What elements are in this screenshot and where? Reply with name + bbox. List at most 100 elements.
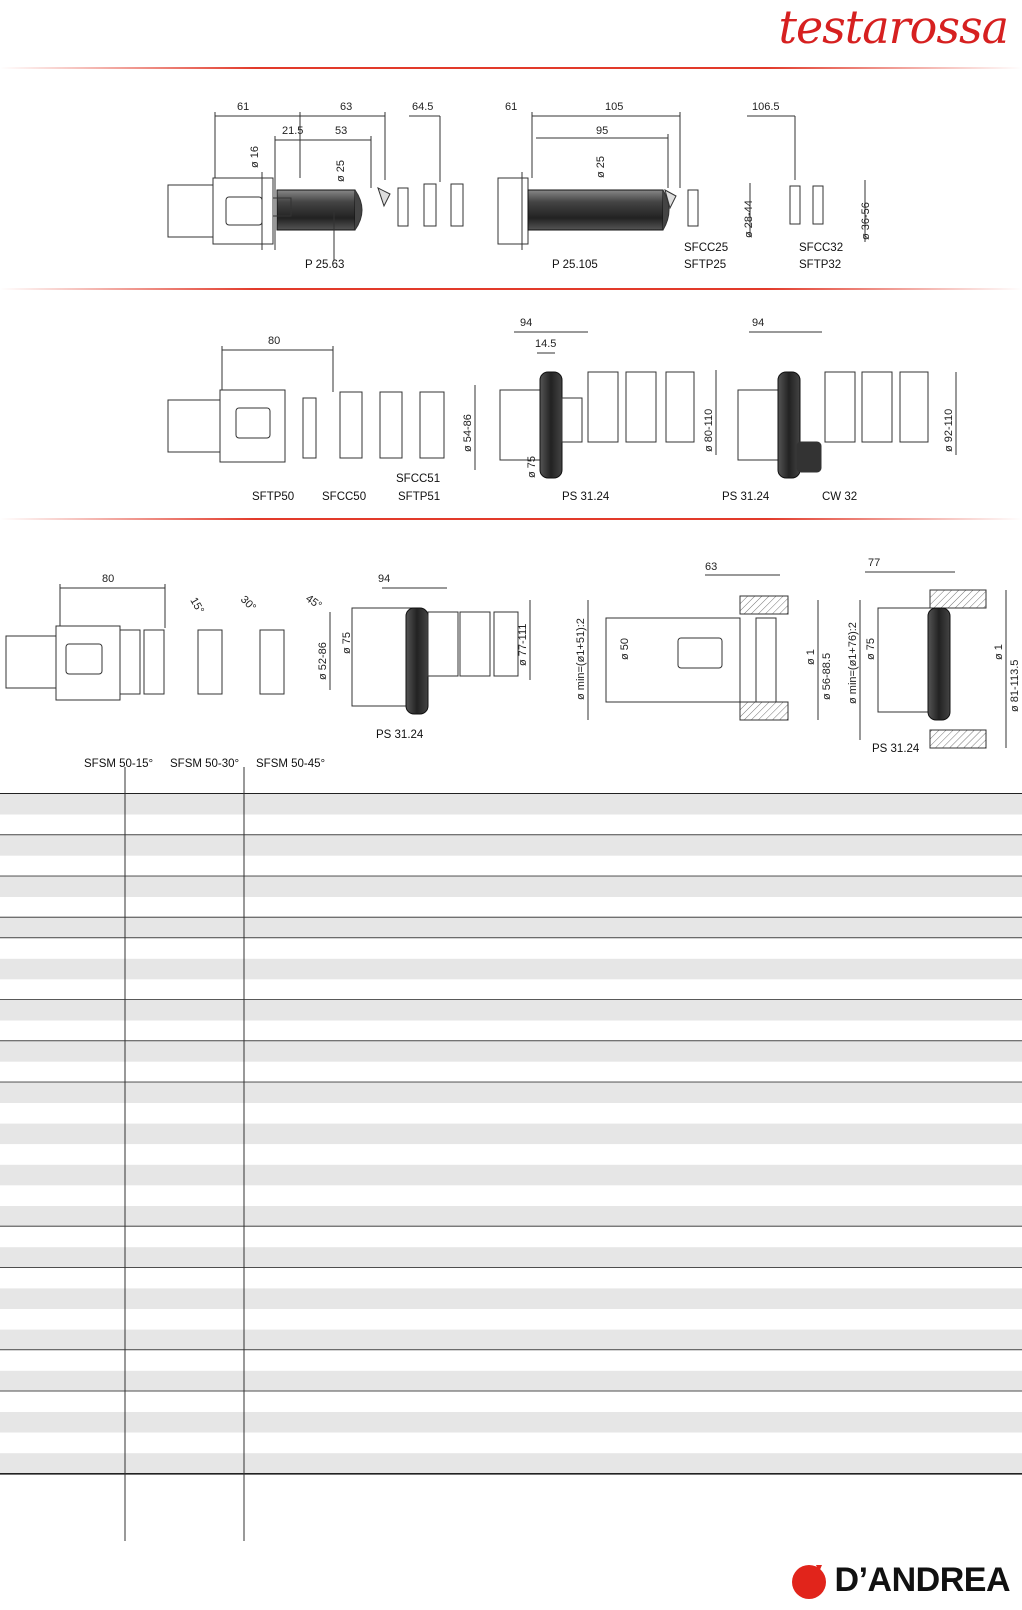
- dimension-label: ø 75: [341, 632, 353, 654]
- dimension-label: ø 92-110: [943, 409, 955, 452]
- dimension-label: ø 75: [865, 638, 877, 660]
- dimension-label: 94: [378, 573, 390, 585]
- table-row: [0, 1329, 1022, 1351]
- dimension-label: ø 1: [805, 649, 817, 665]
- table-row: [0, 1206, 1022, 1227]
- table-row: [0, 1350, 1022, 1371]
- dimension-label: ø 25: [595, 156, 607, 178]
- parts-table: [0, 767, 1022, 1541]
- bar: [276, 189, 356, 231]
- table-row: [0, 1288, 1022, 1309]
- part-label: SFTP50: [252, 491, 294, 503]
- table-row: [0, 1082, 1022, 1103]
- brand-logo: testarossa: [778, 0, 1009, 54]
- part-label: P 25.63: [305, 259, 344, 271]
- dimension-label: 53: [335, 125, 347, 137]
- table-row: [0, 1267, 1022, 1289]
- part-label: SFTP32: [799, 259, 841, 271]
- dimension-label: ø 28-44: [743, 200, 755, 238]
- table-row: [0, 855, 1022, 877]
- dimension-label: ø 16: [249, 146, 261, 168]
- part-label: SFCC25: [684, 242, 728, 254]
- dimension-label: 61: [505, 101, 517, 113]
- dimension-label: ø 75: [526, 456, 538, 478]
- part-label: CW 32: [822, 491, 857, 503]
- table-row: [0, 814, 1022, 836]
- dimension-label: ø min=(ø1+76):2: [847, 622, 859, 704]
- part-label: PS 31.24: [722, 491, 770, 503]
- table-row: [0, 1103, 1022, 1124]
- table-row: [0, 1226, 1022, 1248]
- part-label: PS 31.24: [562, 491, 610, 503]
- table-row: [0, 1185, 1022, 1206]
- dimension-label: ø 54-86: [462, 414, 474, 452]
- footer-logo: D’ANDREA: [789, 1558, 1011, 1602]
- part-label: P 25.105: [552, 259, 598, 271]
- table-row: [0, 1391, 1022, 1412]
- dimension-label: 64.5: [412, 101, 433, 113]
- table-row: [0, 1123, 1022, 1145]
- part-label: SFSM 50-15°: [84, 758, 153, 767]
- dimension-label: ø 1: [993, 644, 1005, 660]
- table-row: [0, 938, 1022, 959]
- dimension-label: 95: [596, 125, 608, 137]
- table-row: [0, 1144, 1022, 1165]
- divider: [0, 67, 1022, 69]
- divider: [0, 288, 1022, 290]
- part-label: SFTP51: [398, 491, 440, 503]
- table-row: [0, 876, 1022, 897]
- dimension-label: 30°: [238, 594, 258, 614]
- dimension-label: 77: [868, 557, 880, 569]
- table-row: [0, 1247, 1022, 1268]
- dimension-label: 80: [268, 335, 280, 347]
- dimension-label: 61: [237, 101, 249, 113]
- table-row: [0, 794, 1022, 815]
- table-row: [0, 917, 1022, 939]
- dimension-label: 21.5: [282, 125, 303, 137]
- table-row: [0, 958, 1022, 980]
- table-row: [0, 1412, 1022, 1433]
- dimension-label: 63: [340, 101, 352, 113]
- table-row: [0, 1061, 1022, 1083]
- table-row: [0, 1309, 1022, 1330]
- dimension-label: ø 25: [335, 160, 347, 182]
- dimension-label: 94: [520, 317, 532, 329]
- dimension-label: ø 50: [619, 638, 631, 660]
- company-name: D’ANDREA: [834, 1560, 1011, 1599]
- adjuster: [225, 196, 263, 226]
- part-label: SFTP25: [684, 259, 726, 271]
- dimension-label: 94: [752, 317, 764, 329]
- dimension-label: ø 36-56: [860, 202, 872, 240]
- dimension-label: ø 52-86: [317, 642, 329, 680]
- dimension-label: 105: [605, 101, 623, 113]
- dimension-label: 15°: [187, 596, 206, 616]
- table-row: [0, 979, 1022, 1000]
- part-label: PS 31.24: [376, 729, 424, 741]
- part-label: PS 31.24: [872, 743, 920, 755]
- table-row: [0, 1432, 1022, 1454]
- tool-body: [212, 177, 274, 245]
- table-row: [0, 1020, 1022, 1042]
- table-row: [0, 1000, 1022, 1021]
- dimension-label: 45°: [303, 593, 324, 612]
- part-label: SFCC51: [396, 473, 440, 485]
- technical-drawings: 61 63 21.5 53 64.5 ø 16 ø 25 61 105 95 ø 25 ø 28-44…: [5, 101, 1021, 767]
- dimension-label: ø 81-113.5: [1009, 660, 1021, 712]
- dimension-label: 106.5: [752, 101, 780, 113]
- dimension-label: ø 80-110: [703, 409, 715, 452]
- table-row: [0, 897, 1022, 918]
- dimension-label: 14.5: [535, 338, 556, 350]
- part-label: SFSM 50-30°: [170, 758, 239, 767]
- dimension-label: ø 56-88.5: [821, 653, 833, 700]
- table-row: [0, 835, 1022, 856]
- part-label: SFCC50: [322, 491, 366, 503]
- table-row: [0, 1370, 1022, 1392]
- dimension-label: ø 77-111: [517, 624, 529, 666]
- dimension-label: 80: [102, 573, 114, 585]
- dimension-label: ø min=(ø1+51):2: [575, 618, 587, 700]
- part-label: SFSM 50-45°: [256, 758, 325, 767]
- dimension-label: 63: [705, 561, 717, 573]
- part-label: SFCC32: [799, 242, 843, 254]
- table-row: [0, 1453, 1022, 1474]
- shank: [167, 184, 214, 238]
